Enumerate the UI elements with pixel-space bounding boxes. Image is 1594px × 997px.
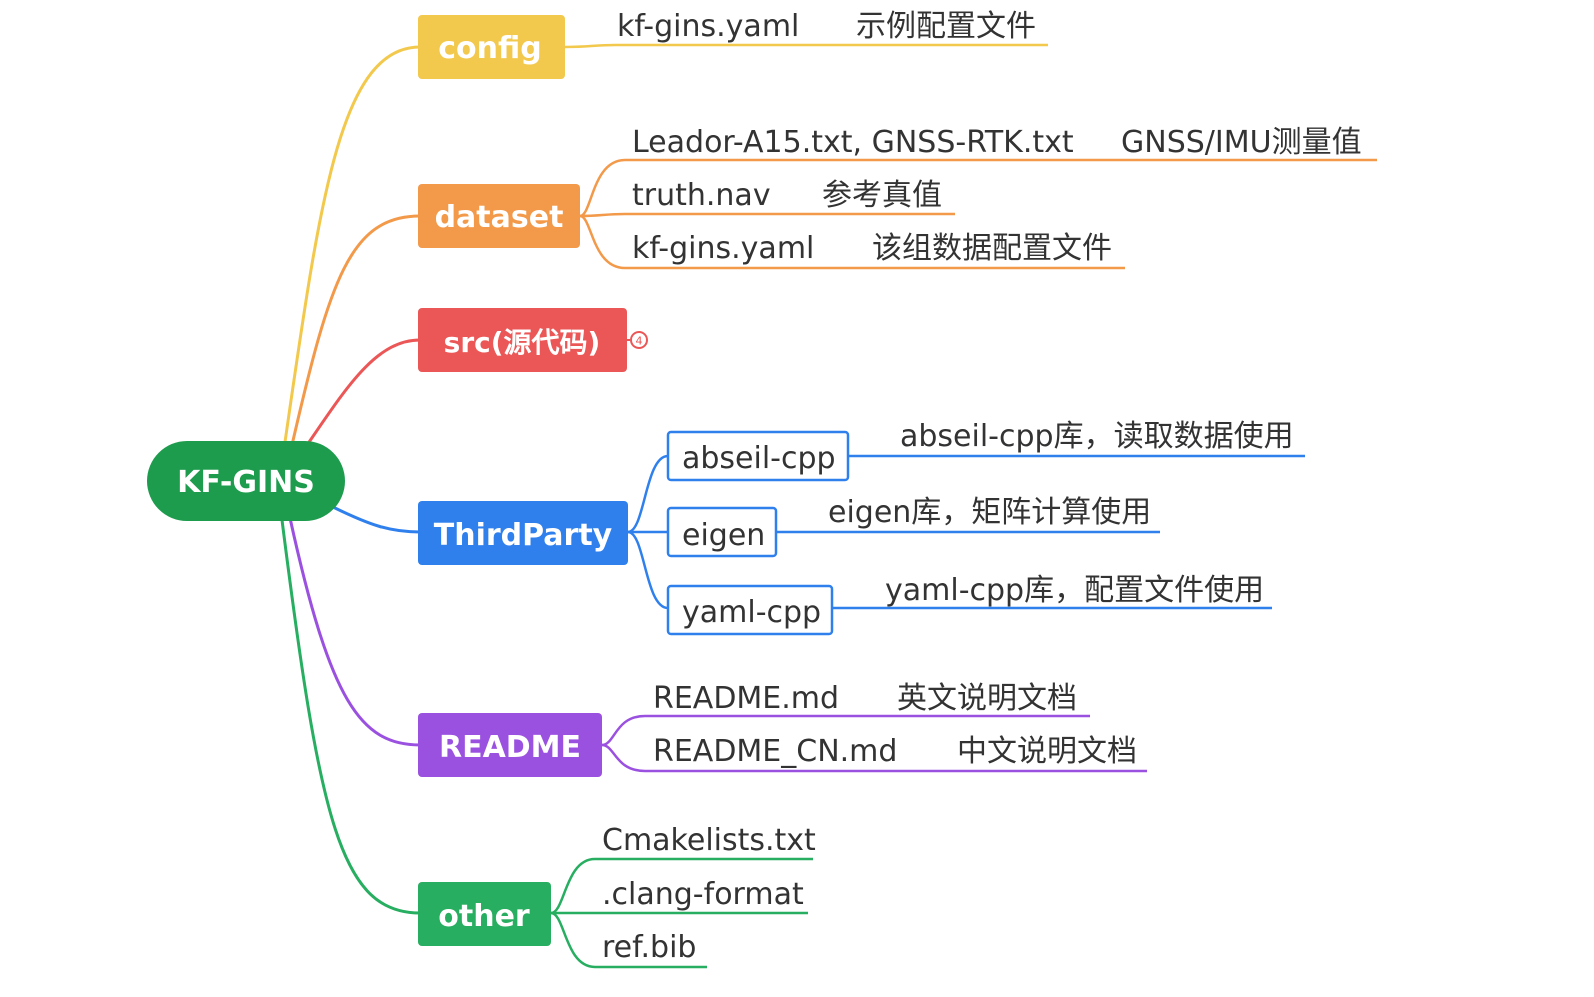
other-leaf-edge-1: [550, 857, 813, 915]
config-leaves: kf-gins.yaml 示例配置文件: [564, 9, 1048, 49]
root-node[interactable]: KF-GINS: [147, 441, 345, 521]
readme-leaf-edge-1: [601, 714, 1090, 747]
src-badge-count: 4: [636, 335, 643, 348]
readme-leaf-1-name: README.md: [653, 681, 839, 716]
config-leaf-desc: 示例配置文件: [856, 9, 1036, 44]
branch-thirdparty[interactable]: ThirdParty: [418, 501, 628, 565]
dataset-leaf-3-desc: 该组数据配置文件: [872, 231, 1112, 266]
dataset-leaf-edge-2: [579, 212, 955, 218]
config-leaf-edge: [564, 43, 1048, 49]
src-badge-circle: [630, 331, 648, 349]
branch-dataset-box: [418, 184, 580, 248]
other-leaf-edge-3: [550, 911, 707, 969]
dataset-leaf-2-desc: 参考真值: [822, 178, 942, 213]
subnode-yaml-cpp-box: [666, 584, 834, 636]
edge-root-thirdparty: [333, 506, 422, 534]
root-connectors: [280, 45, 422, 915]
edge-root-src: [303, 338, 422, 450]
branch-other-box: [418, 882, 551, 946]
root-node-shape: [147, 441, 345, 521]
thirdparty-edge-1: [627, 454, 669, 534]
branch-src-box: [418, 308, 627, 372]
branch-other[interactable]: other: [418, 882, 551, 946]
other-leaf-2-name: .clang-format: [602, 877, 804, 912]
other-leaf-3-name: ref.bib: [602, 930, 696, 965]
branch-thirdparty-box: [418, 501, 628, 565]
root-node-label: KF-GINS: [177, 465, 315, 500]
src-collapse-badge[interactable]: 4: [627, 331, 648, 349]
subnode-yaml-cpp-label: yaml-cpp: [682, 595, 821, 630]
dataset-leaf-1-desc: GNSS/IMU测量值: [1121, 125, 1362, 160]
branch-readme[interactable]: README: [418, 713, 602, 777]
abseil-desc: abseil-cpp库，读取数据使用: [900, 419, 1294, 454]
readme-leaf-2-name: README_CN.md: [653, 734, 897, 769]
branch-readme-label: README: [439, 730, 581, 765]
edge-root-readme: [288, 516, 422, 747]
readme-leaf-1-desc: 英文说明文档: [897, 681, 1077, 716]
thirdparty-subnodes: abseil-cpp abseil-cpp库，读取数据使用 eigen eige…: [627, 419, 1305, 636]
dataset-leaf-edge-1: [579, 158, 1377, 218]
branch-other-label: other: [438, 899, 530, 934]
readme-leaf-edge-2: [601, 743, 1147, 773]
branch-config[interactable]: config: [418, 15, 565, 79]
branch-readme-box: [418, 713, 602, 777]
subnode-abseil-cpp-label: abseil-cpp: [682, 441, 836, 476]
branch-dataset-label: dataset: [435, 200, 564, 235]
other-leaf-1-name: Cmakelists.txt: [602, 823, 816, 858]
config-leaf-name: kf-gins.yaml: [617, 9, 799, 44]
branch-config-label: config: [438, 31, 541, 66]
readme-leaves: README.md 英文说明文档 README_CN.md 中文说明文档: [601, 681, 1147, 773]
other-leaves: Cmakelists.txt .clang-format ref.bib: [550, 823, 816, 969]
edge-root-config: [283, 45, 422, 444]
edge-root-dataset: [290, 214, 422, 447]
dataset-leaf-2-name: truth.nav: [632, 178, 771, 213]
subnode-abseil-cpp[interactable]: abseil-cpp: [666, 430, 850, 482]
eigen-desc: eigen库，矩阵计算使用: [828, 495, 1151, 530]
subnode-eigen[interactable]: eigen: [666, 506, 778, 558]
branch-config-box: [418, 15, 565, 79]
branch-src[interactable]: src(源代码): [418, 308, 627, 372]
dataset-leaf-1-name: Leador-A15.txt, GNSS-RTK.txt: [632, 125, 1074, 160]
subnode-eigen-label: eigen: [682, 518, 765, 553]
edge-root-other: [280, 518, 422, 915]
dataset-leaf-edge-3: [579, 214, 1125, 270]
thirdparty-edge-3: [627, 530, 669, 610]
branch-src-label: src(源代码): [444, 326, 601, 359]
branch-dataset[interactable]: dataset: [418, 184, 580, 248]
branch-thirdparty-label: ThirdParty: [434, 518, 613, 553]
dataset-leaves: Leador-A15.txt, GNSS-RTK.txt GNSS/IMU测量值…: [579, 125, 1377, 270]
dataset-leaf-3-name: kf-gins.yaml: [632, 231, 814, 266]
readme-leaf-2-desc: 中文说明文档: [957, 734, 1137, 769]
subnode-yaml-cpp[interactable]: yaml-cpp: [666, 584, 834, 636]
yaml-desc: yaml-cpp库，配置文件使用: [885, 573, 1264, 608]
